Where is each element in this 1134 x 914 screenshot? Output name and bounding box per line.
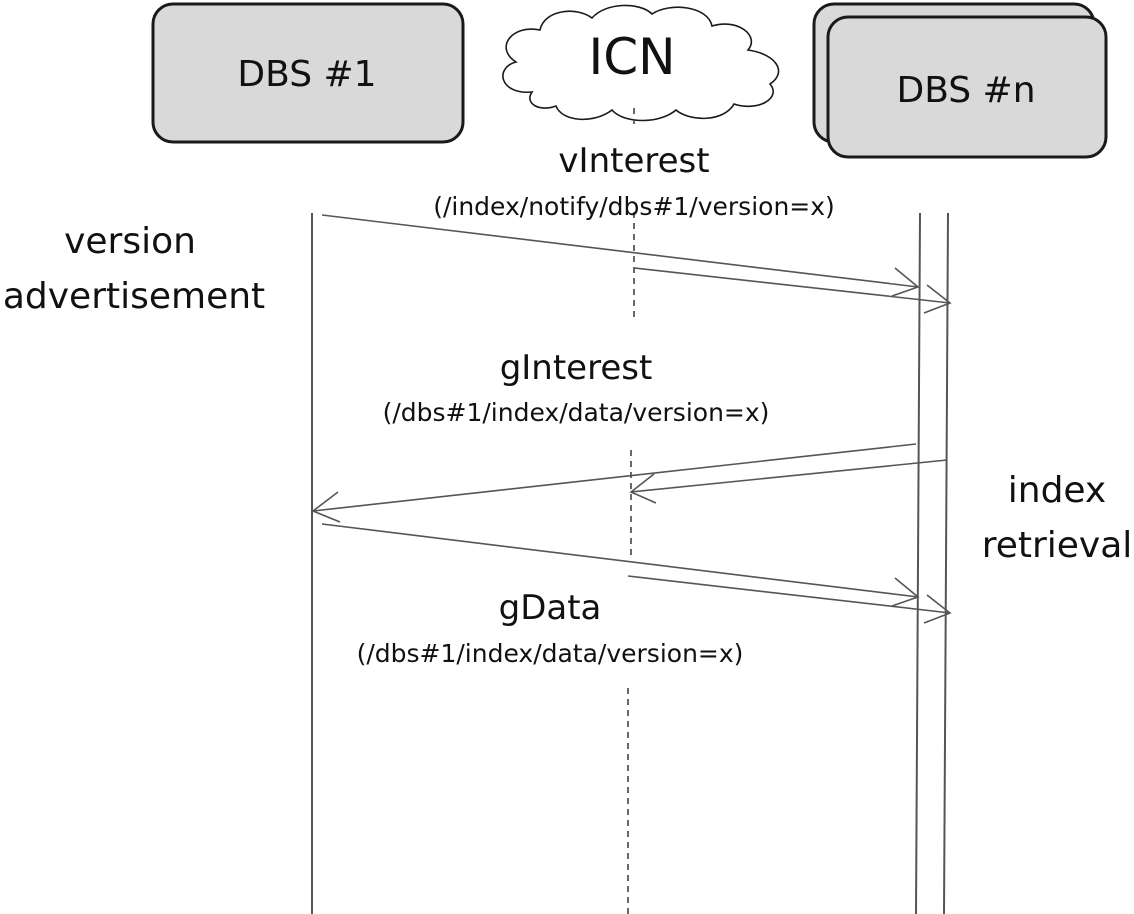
vinterest-arrowhead-1 <box>891 267 920 297</box>
vinterest-label: vInterest <box>558 141 709 181</box>
dbs1-node <box>151 2 465 144</box>
ginterest-label: gInterest <box>500 348 653 388</box>
ginterest-arrowhead-2 <box>629 473 657 504</box>
ginterest-path: (/dbs#1/index/data/version=x) <box>383 398 770 427</box>
phase-version-advertisement-line-1: version <box>64 221 196 262</box>
dbsn-label: DBS #n <box>896 70 1035 111</box>
vinterest-arrow-to-dbsn-2 <box>633 267 951 304</box>
dbsn-lifeline-1 <box>915 212 921 914</box>
gdata-label: gData <box>499 588 602 628</box>
gdata-arrowhead-2 <box>923 594 952 624</box>
ginterest-arrow-to-dbs1 <box>312 443 917 512</box>
gdata-path: (/dbs#1/index/data/version=x) <box>357 639 744 668</box>
icn-cloud <box>502 4 780 122</box>
phase-version-advertisement-line-2: advertisement <box>3 276 265 317</box>
gdata-arrow-to-dbsn-2 <box>627 575 951 614</box>
phase-index-retrieval-line-2: retrieval <box>982 525 1133 566</box>
vinterest-path: (/index/notify/dbs#1/version=x) <box>433 192 835 221</box>
dbsn-lifeline-2 <box>943 212 949 914</box>
gdata-arrowhead-1 <box>891 577 920 607</box>
vinterest-arrow-to-dbsn-1 <box>321 214 919 288</box>
dbs1-label: DBS #1 <box>237 54 376 95</box>
ginterest-arrowhead-1 <box>311 491 341 523</box>
gdata-arrow-to-dbsn-1 <box>321 523 919 598</box>
icn-label: ICN <box>588 28 675 86</box>
vinterest-arrowhead-2 <box>923 284 952 314</box>
ginterest-arrow-to-icn <box>630 459 948 493</box>
phase-index-retrieval-line-1: index <box>1008 470 1107 511</box>
dbsn-node <box>826 15 1108 159</box>
